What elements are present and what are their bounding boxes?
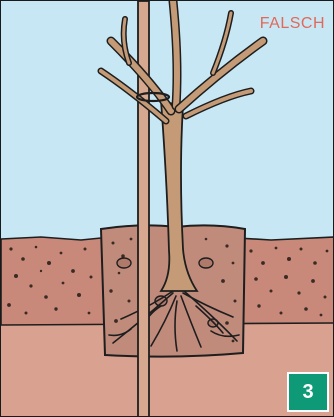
step-badge: 3	[287, 372, 329, 412]
support-stake	[138, 1, 149, 417]
wrong-label: FALSCH	[260, 15, 325, 33]
